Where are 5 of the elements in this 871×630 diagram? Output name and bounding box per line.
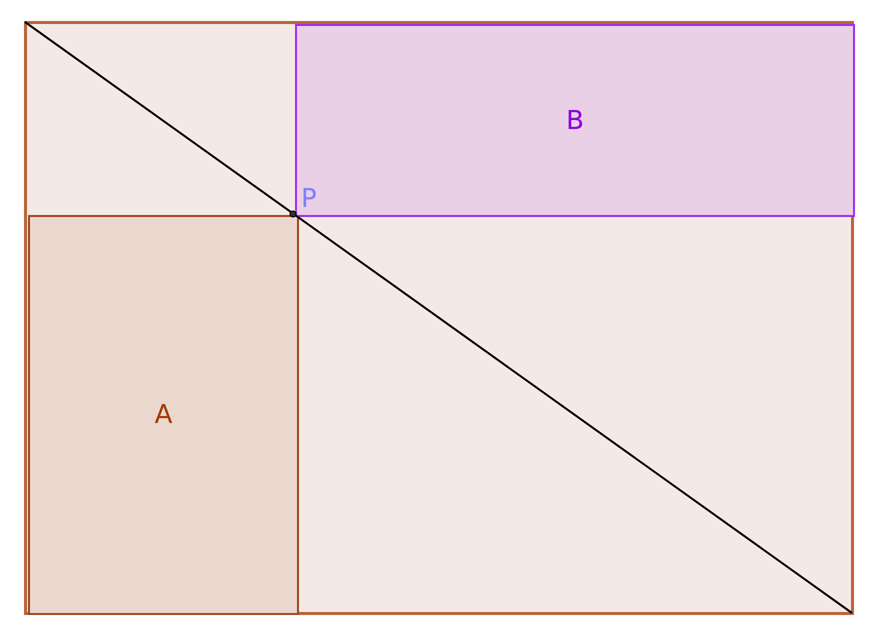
rectangle-a (28, 215, 299, 615)
rectangle-b (295, 24, 855, 217)
region-label: A (154, 400, 172, 430)
region-label: B (566, 106, 584, 136)
point-label: P (301, 184, 317, 214)
